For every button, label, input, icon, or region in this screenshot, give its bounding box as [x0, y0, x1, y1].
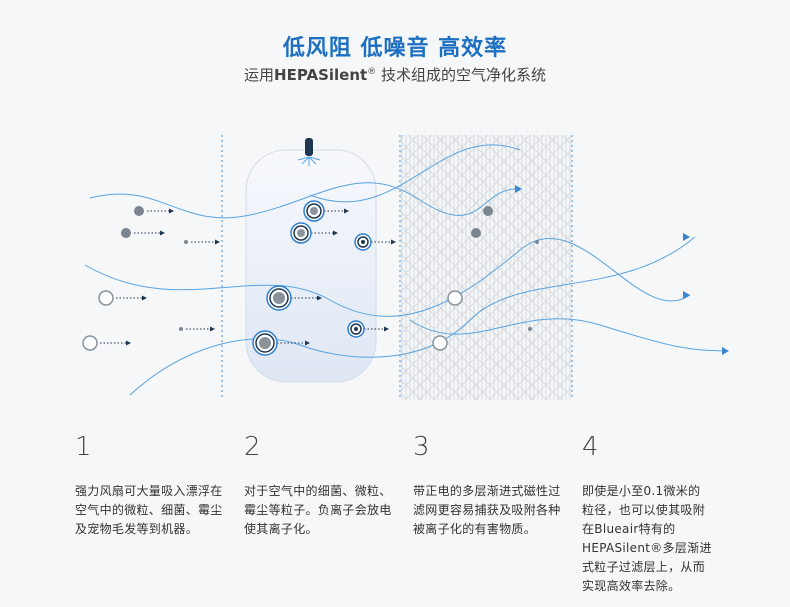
ionized-particle-core	[259, 337, 271, 349]
ionized-particle-core	[354, 327, 358, 331]
airflow-curve-4	[309, 144, 521, 203]
page-title: 低风阻 低噪音 高效率	[282, 36, 508, 61]
airflow-arrow-1	[515, 185, 522, 193]
airflow-curve-2	[84, 237, 691, 317]
filter-mesh	[400, 135, 572, 400]
page-subtitle: 运用HEPASilent® 技术组成的空气净化系统	[0, 64, 790, 85]
filtration-diagram	[82, 135, 729, 400]
step-3: 3 带正电的多层渐进式磁性过滤网更容易捕获及吸附各种被离子化的有害物质。	[413, 432, 563, 539]
step-number: 3	[413, 432, 430, 462]
trajectory-arrow-icon	[391, 239, 396, 245]
step-1: 1 强力风扇可大量吸入漂浮在空气中的微粒、细菌、霉尘及宠物毛发等到机器。	[75, 432, 225, 539]
airflow-curve-1	[89, 182, 516, 219]
particle-dot	[179, 327, 183, 331]
ionized-particle-core	[273, 292, 285, 304]
airflow-curve-5	[409, 318, 729, 352]
trajectory-arrow-icon	[210, 326, 215, 332]
step-text: 对于空气中的细菌、微粒、霉尘等粒子。负离子会放电使其离子化。	[244, 484, 392, 536]
step-number: 1	[75, 432, 92, 462]
step-2: 2 对于空气中的细菌、微粒、霉尘等粒子。负离子会放电使其离子化。	[244, 432, 394, 539]
trajectory-arrow-icon	[344, 208, 349, 214]
ionizer-spark-icon	[297, 156, 321, 166]
particle-dot	[483, 206, 493, 216]
airflow-arrow-4	[722, 347, 729, 355]
particle-ring	[98, 290, 114, 306]
subtitle-brand: HEPASilent	[274, 66, 368, 84]
trajectory-arrow-icon	[384, 326, 389, 332]
step-text: 即使是小至0.1微米的粒径，也可以使其吸附在Blueair特有的HEPASile…	[582, 484, 712, 593]
airflow-arrow-3	[683, 291, 690, 299]
ionized-particle-core	[297, 229, 305, 237]
trajectory-arrow-icon	[333, 230, 338, 236]
particle-ring	[432, 335, 448, 351]
particle-ring	[447, 290, 463, 306]
subtitle-prefix: 运用	[244, 66, 275, 84]
trajectory-arrow-icon	[126, 340, 131, 346]
particle-dot	[535, 240, 539, 244]
trajectory-arrow-icon	[142, 295, 147, 301]
particle-dot	[471, 228, 481, 238]
trajectory-arrow-icon	[169, 208, 174, 214]
particle-dot	[134, 206, 144, 216]
trajectory-arrow-icon	[215, 239, 220, 245]
trajectory-arrow-icon	[317, 295, 322, 301]
particle-ring	[82, 335, 98, 351]
particle-dot	[528, 327, 532, 331]
trajectory-arrow-icon	[305, 340, 310, 346]
step-4: 4 即使是小至0.1微米的粒径，也可以使其吸附在Blueair特有的HEPASi…	[582, 432, 712, 596]
ionizer-emitter-icon	[305, 138, 313, 156]
particle-dot	[184, 240, 188, 244]
particle-dot	[121, 228, 131, 238]
subtitle-suffix: 技术组成的空气净化系统	[376, 66, 546, 84]
ionized-particle-core	[310, 207, 318, 215]
airflow-curve-3	[129, 236, 696, 396]
airflow-arrow-2	[683, 233, 690, 241]
ionized-particle-core	[361, 240, 365, 244]
trajectory-arrow-icon	[160, 230, 165, 236]
step-text: 带正电的多层渐进式磁性过滤网更容易捕获及吸附各种被离子化的有害物质。	[413, 484, 561, 536]
step-number: 4	[582, 432, 599, 462]
step-text: 强力风扇可大量吸入漂浮在空气中的微粒、细菌、霉尘及宠物毛发等到机器。	[75, 484, 223, 536]
subtitle-reg-mark: ®	[367, 67, 377, 77]
step-number: 2	[244, 432, 261, 462]
